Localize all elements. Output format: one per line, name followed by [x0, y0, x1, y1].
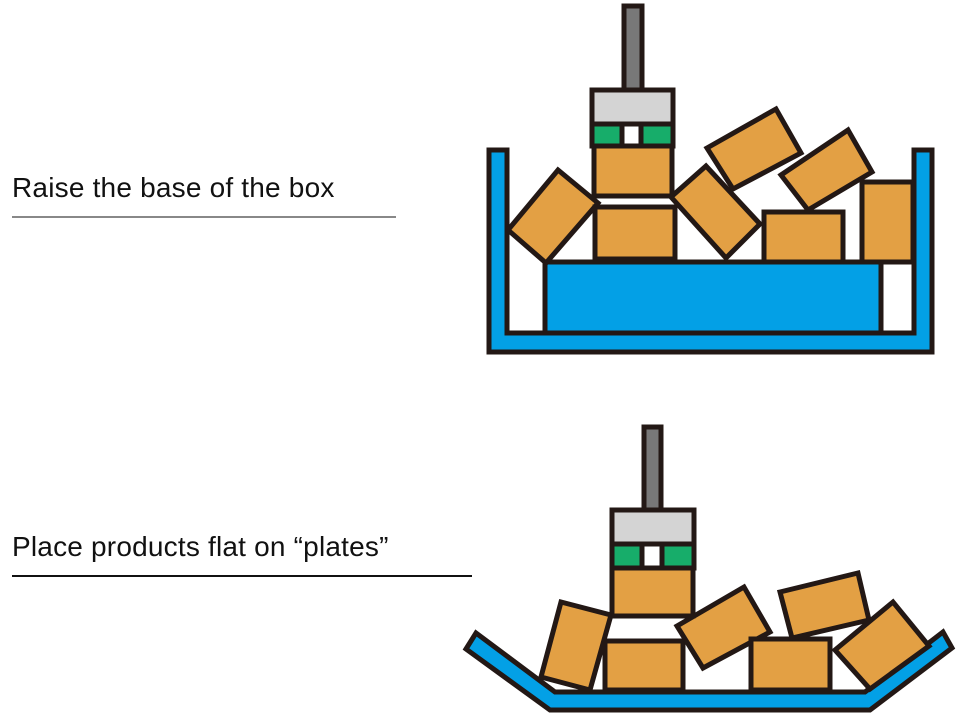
method-label-plates: Place products flat on “plates”: [12, 531, 389, 562]
product-box: [761, 209, 846, 265]
products: [537, 569, 933, 694]
gripped-product-box: [609, 565, 696, 619]
product-box: [667, 162, 764, 262]
label-underline: [12, 575, 472, 577]
product-box: [831, 598, 933, 693]
product-box: [777, 126, 876, 214]
gripper-head: [589, 87, 676, 129]
gripped-product-box: [591, 143, 675, 199]
product-box: [703, 105, 805, 193]
suction-pad-left: [609, 541, 645, 571]
products: [504, 105, 916, 267]
product-box: [504, 166, 602, 267]
product-box: [776, 569, 873, 641]
suction-pad-right: [659, 541, 697, 571]
product-box: [602, 638, 686, 693]
product-box: [673, 583, 774, 672]
box-container: [486, 147, 935, 355]
gripper: [589, 3, 676, 199]
suction-pad-left: [589, 121, 625, 149]
gripper-rod: [621, 3, 645, 93]
product-box: [859, 179, 916, 265]
gripper: [609, 424, 697, 619]
product-box: [537, 598, 615, 694]
product-box: [592, 204, 678, 262]
gripper-rod: [641, 424, 664, 513]
method-label-raise-base: Raise the base of the box: [12, 172, 335, 203]
plate-illustration: [462, 424, 956, 713]
raised-base-plate: [542, 259, 884, 336]
product-box: [748, 636, 833, 693]
suction-pad-right: [638, 121, 676, 149]
raised-base-illustration: [486, 3, 935, 355]
plate-tray: [462, 628, 956, 713]
gripper-head: [609, 507, 697, 548]
label-underline: [12, 216, 396, 218]
